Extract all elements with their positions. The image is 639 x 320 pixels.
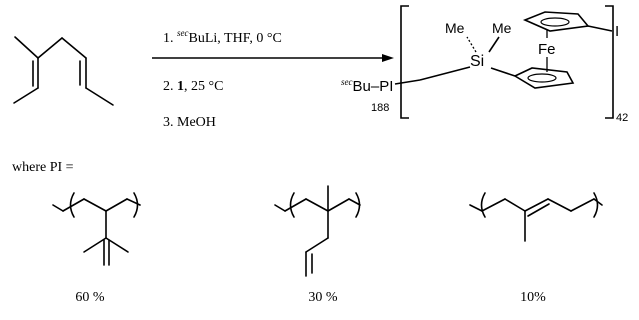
reaction-arrow bbox=[152, 54, 394, 62]
end-group-label: secBu–PI bbox=[341, 77, 393, 95]
isomer-1-percent: 60 % bbox=[75, 290, 105, 305]
silicon-label: Si bbox=[470, 53, 484, 70]
product-structure bbox=[394, 5, 614, 119]
subscript-42: 42 bbox=[616, 112, 628, 124]
step3-condition: 3. MeOH bbox=[163, 115, 216, 130]
subscript-188: 188 bbox=[371, 102, 389, 114]
step2-condition: 2. 1, 25 °C bbox=[163, 79, 223, 94]
isoprene-structure bbox=[13, 36, 114, 106]
isomer-3-4-structure bbox=[274, 185, 361, 277]
isomer-2-percent: 30 % bbox=[308, 290, 338, 305]
where-pi-label: where PI = bbox=[12, 160, 74, 175]
iron-label: Fe bbox=[538, 41, 556, 58]
iodine-label: I bbox=[615, 23, 619, 40]
isomer-1-4-structure bbox=[469, 192, 603, 242]
isomer-3-percent: 10% bbox=[520, 290, 546, 305]
methyl-left-label: Me bbox=[445, 20, 465, 36]
isomer-1-2-structure bbox=[52, 192, 141, 266]
methyl-right-label: Me bbox=[492, 20, 512, 36]
step1-condition: 1. secBuLi, THF, 0 °C bbox=[163, 28, 282, 46]
